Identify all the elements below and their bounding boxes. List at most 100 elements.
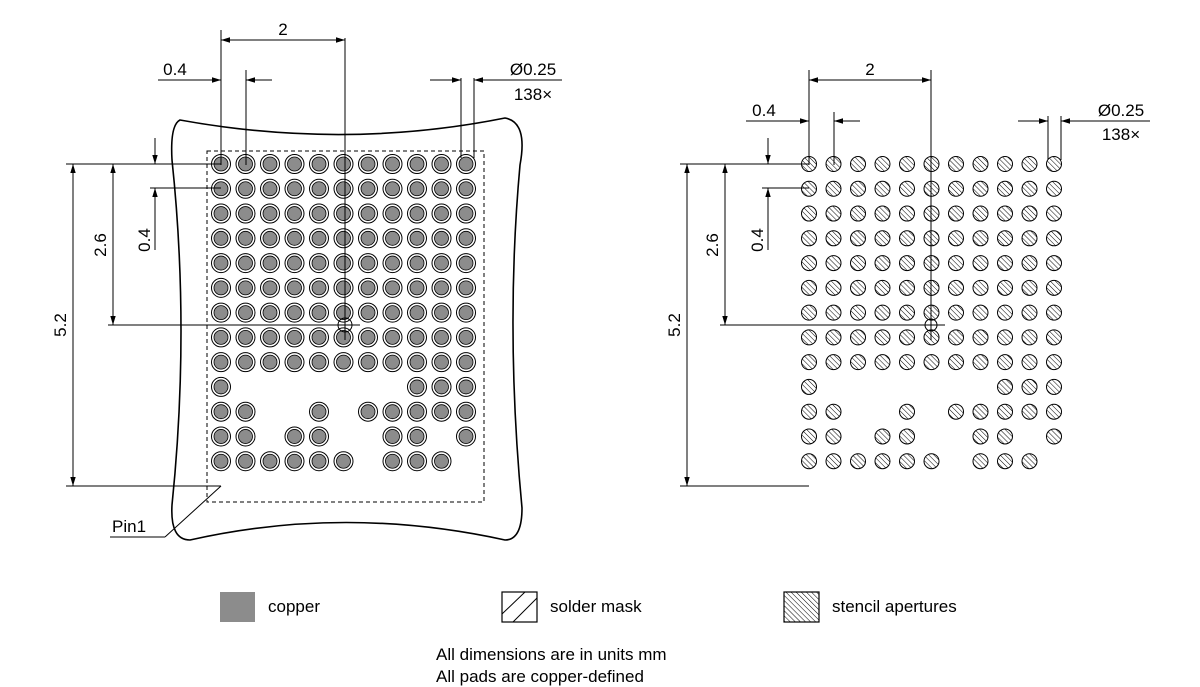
copper-pad: [434, 404, 449, 420]
spacing-dimension: 0.4: [158, 60, 272, 165]
copper-pad: [262, 181, 278, 197]
copper-pad: [360, 354, 376, 370]
copper-pad: [458, 230, 474, 246]
copper-pad: [311, 206, 327, 221]
stencil-aperture: [874, 279, 891, 296]
stencil-aperture: [801, 180, 817, 197]
copper-pad: [287, 429, 302, 444]
row-spacing-dimension-right: 0.4: [748, 138, 809, 252]
copper-pad: [262, 305, 278, 321]
copper-pad: [434, 230, 449, 246]
copper-pad: [336, 305, 351, 321]
copper-pad: [213, 329, 229, 345]
copper-pad: [311, 305, 327, 321]
copper-pad: [385, 453, 400, 469]
copper-pad: [213, 404, 229, 420]
diameter-dimension-right: Ø0.25 138×: [1018, 101, 1150, 160]
copper-pad: [311, 329, 327, 345]
spacing-label: 0.4: [163, 60, 187, 79]
stencil-aperture: [1021, 205, 1038, 222]
stencil-aperture: [850, 354, 866, 371]
stencil-aperture: [874, 230, 891, 247]
copper-pad: [287, 181, 302, 197]
stencil-aperture: [850, 180, 866, 197]
height-dimension-right: 5.2: [665, 163, 809, 487]
copper-pad: [238, 305, 253, 321]
stencil-aperture: [801, 329, 817, 346]
stencil-aperture: [972, 453, 989, 470]
copper-pad: [287, 255, 302, 271]
stencil-aperture: [850, 453, 866, 470]
stencil-aperture: [1046, 378, 1062, 395]
stencil-aperture: [801, 378, 817, 395]
right-view: 2 0.4 Ø0.25 138× 5.2 2.6: [665, 60, 1150, 487]
stencil-aperture: [1046, 180, 1062, 197]
stencil-aperture: [825, 180, 842, 197]
stencil-aperture: [899, 428, 915, 445]
copper-pad: [434, 181, 449, 197]
copper-swatch: [220, 592, 255, 622]
stencil-aperture: [850, 156, 866, 172]
copper-pad: [385, 329, 400, 345]
copper-pad: [311, 230, 327, 246]
stencil-aperture: [948, 354, 964, 371]
copper-pad: [262, 453, 278, 469]
stencil-aperture: [874, 156, 891, 172]
stencil-aperture: [997, 378, 1013, 395]
stencil-aperture: [972, 279, 989, 296]
pitch-label-right: 2: [865, 60, 874, 79]
copper-pad: [311, 280, 327, 296]
copper-pad: [238, 329, 253, 345]
center-mark-right: [720, 70, 945, 340]
copper-pad: [458, 305, 474, 321]
copper-pad: [213, 379, 229, 395]
stencil-aperture: [1021, 403, 1038, 420]
stencil-aperture: [948, 230, 964, 247]
stencil-aperture: [972, 156, 989, 172]
stencil-legend-label: stencil apertures: [832, 597, 957, 616]
copper-pad: [434, 206, 449, 221]
stencil-aperture: [1021, 279, 1038, 296]
stencil-aperture: [874, 453, 891, 470]
pin1-callout: Pin1: [110, 485, 222, 538]
copper-pad: [434, 255, 449, 271]
copper-pad: [311, 354, 327, 370]
stencil-aperture: [1046, 354, 1062, 371]
copper-pad: [458, 429, 474, 444]
pads-note: All pads are copper-defined: [436, 667, 644, 686]
half-height-dimension: 2.6: [91, 164, 116, 325]
stencil-aperture: [1021, 354, 1038, 371]
copper-pad: [409, 429, 425, 444]
stencil-aperture: [825, 428, 842, 445]
legend: copper solder mask stencil apertures: [220, 591, 957, 623]
copper-pad: [458, 280, 474, 296]
stencil-aperture: [801, 428, 817, 445]
copper-pad: [336, 329, 351, 345]
copper-pad: [385, 206, 400, 221]
diameter-label-right: Ø0.25: [1098, 101, 1144, 120]
copper-pad: [262, 329, 278, 345]
copper-pad: [213, 354, 229, 370]
stencil-aperture: [899, 329, 915, 346]
stencil-aperture: [1021, 255, 1038, 272]
stencil-aperture: [825, 279, 842, 296]
stencil-aperture: [948, 255, 964, 272]
copper-pad: [434, 305, 449, 321]
copper-pad: [238, 206, 253, 221]
solder-mask-swatch: [501, 591, 538, 623]
pitch-label: 2: [278, 20, 287, 39]
copper-pad: [458, 255, 474, 271]
stencil-aperture: [899, 304, 915, 321]
copper-pad: [385, 354, 400, 370]
solder-mask-region: [170, 117, 523, 541]
copper-pad-array: [211, 154, 476, 472]
package-outline: [206, 150, 485, 503]
stencil-aperture: [801, 279, 817, 296]
stencil-aperture: [874, 354, 891, 371]
left-view: 2 0.4 Ø0.25 138× 5.2 2: [51, 20, 562, 541]
copper-pad: [311, 404, 327, 420]
stencil-aperture: [801, 205, 817, 222]
stencil-aperture: [899, 354, 915, 371]
stencil-aperture: [874, 255, 891, 272]
stencil-aperture: [1046, 403, 1062, 420]
